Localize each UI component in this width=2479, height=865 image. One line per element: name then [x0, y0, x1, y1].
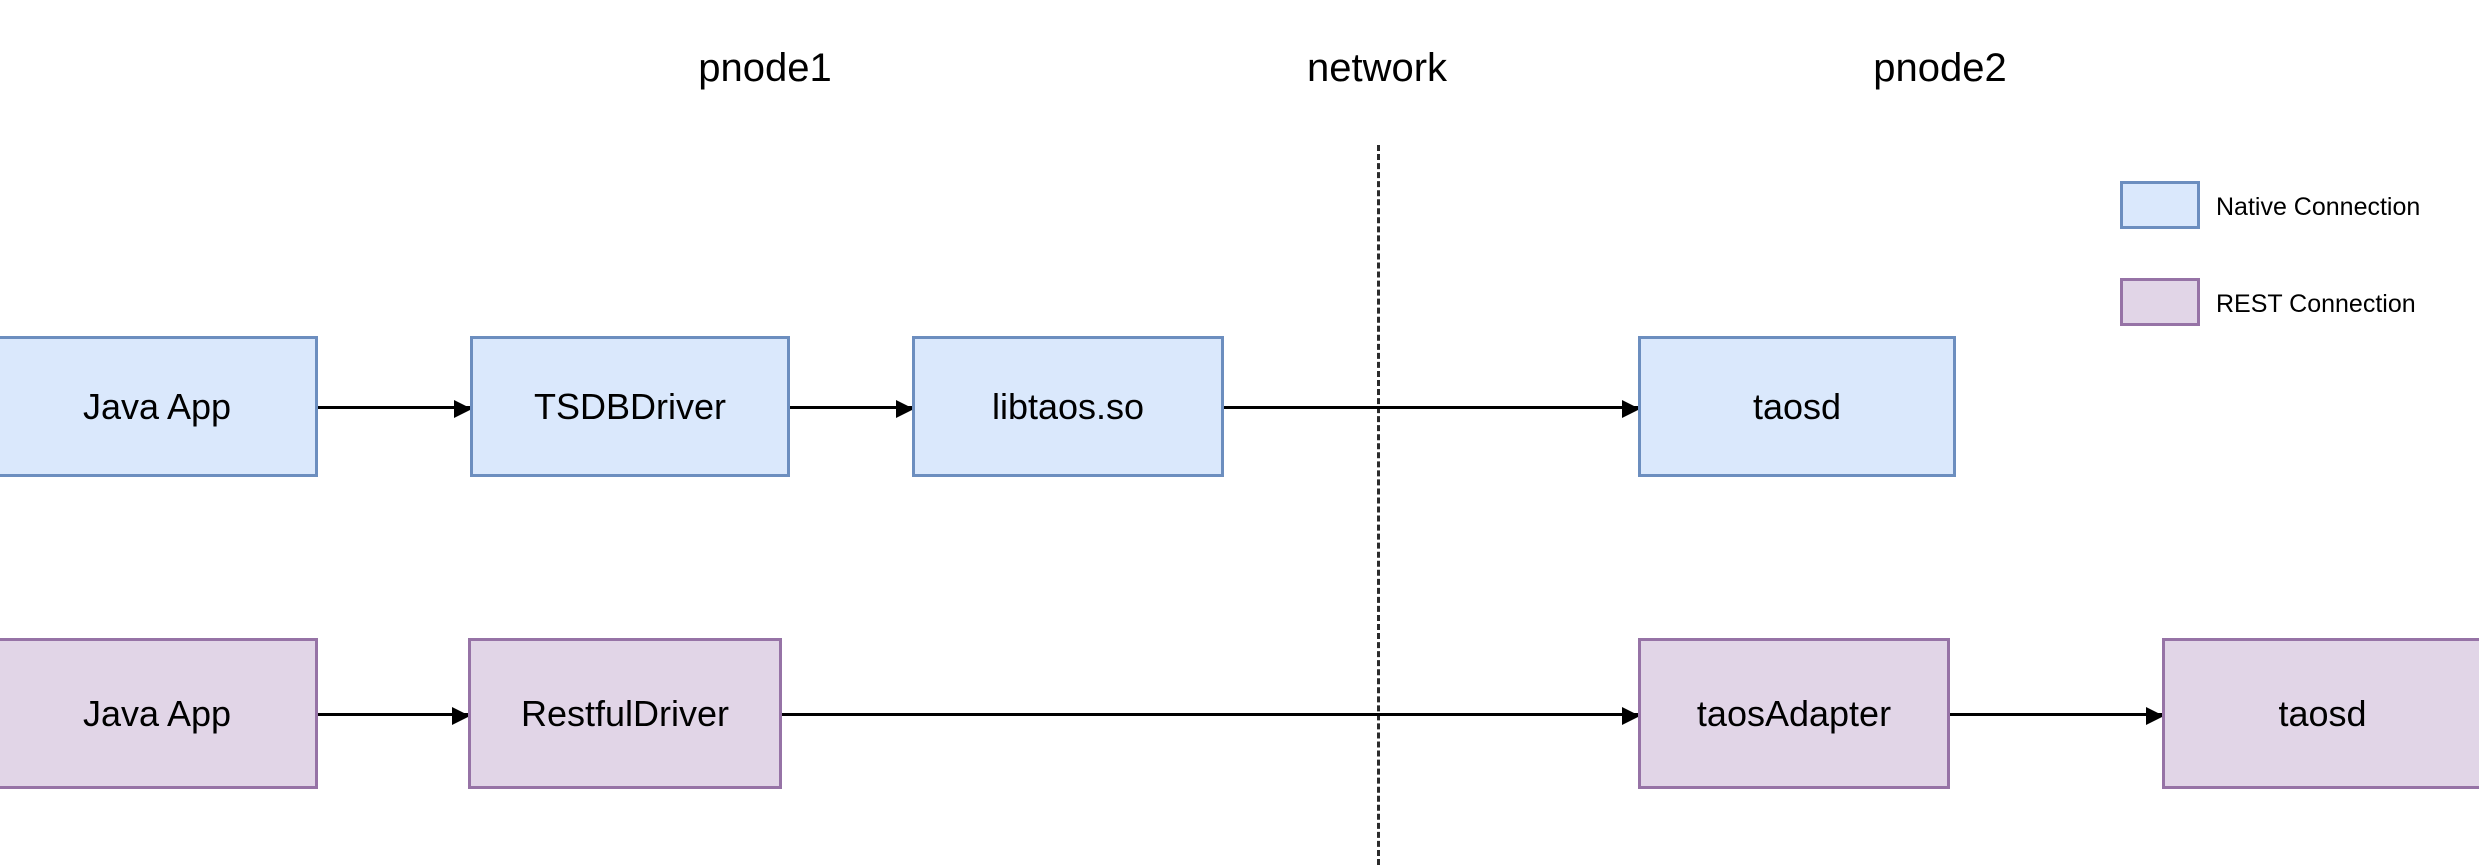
- node-taosd-native[interactable]: taosd: [1638, 336, 1956, 477]
- node-label: taosd: [2278, 692, 2367, 734]
- node-taos-adapter[interactable]: taosAdapter: [1638, 638, 1950, 789]
- node-java-app-rest[interactable]: Java App: [0, 638, 318, 789]
- node-restful-driver[interactable]: RestfulDriver: [468, 638, 782, 789]
- network-boundary-divider: [1377, 145, 1380, 865]
- node-label: taosAdapter: [1696, 692, 1892, 734]
- node-label: Java App: [82, 692, 232, 734]
- node-label: TSDBDriver: [533, 385, 726, 427]
- legend-swatch-rest: [2120, 278, 2200, 326]
- column-label-pnode2: pnode2: [1873, 46, 2007, 90]
- node-tsdb-driver[interactable]: TSDBDriver: [470, 336, 790, 477]
- node-libtaos-so[interactable]: libtaos.so: [912, 336, 1224, 477]
- node-java-app-native[interactable]: Java App: [0, 336, 318, 477]
- node-label: RestfulDriver: [520, 692, 730, 734]
- legend-label-native: Native Connection: [2216, 193, 2421, 221]
- node-taosd-rest[interactable]: taosd: [2162, 638, 2479, 789]
- edge-libtaos-to-taosd-native: [1224, 400, 1640, 418]
- column-label-network: network: [1306, 46, 1448, 90]
- legend-label-rest: REST Connection: [2216, 290, 2416, 318]
- edge-java-app-to-tsdbdriver: [318, 400, 472, 418]
- node-label: taosd: [1752, 385, 1842, 427]
- edge-tsdbdriver-to-libtaos: [790, 400, 914, 418]
- column-label-pnode1: pnode1: [698, 46, 832, 90]
- edge-restfuldriver-to-taosadapter: [782, 707, 1640, 725]
- edge-taosadapter-to-taosd-rest: [1950, 707, 2164, 725]
- edge-java-app-to-restfuldriver: [318, 707, 470, 725]
- legend-swatch-native: [2120, 181, 2200, 229]
- node-label: Java App: [82, 385, 232, 427]
- node-label: libtaos.so: [991, 385, 1145, 427]
